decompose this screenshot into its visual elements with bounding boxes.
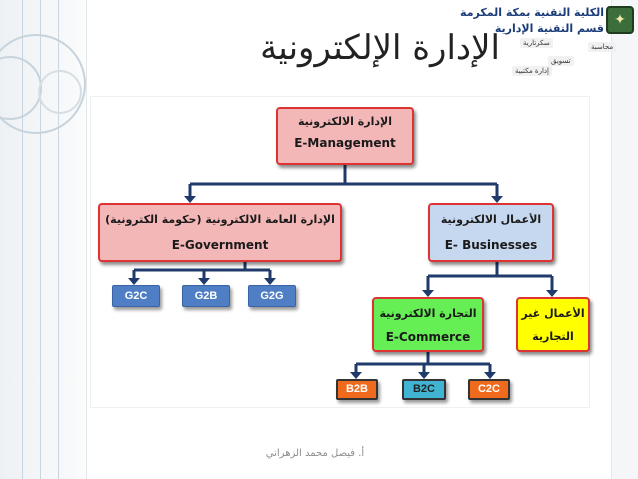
- e-management-english: E-Management: [294, 136, 396, 150]
- e-businesses-english: E- Businesses: [444, 238, 538, 252]
- e-businesses-arabic: الأعمال الالكترونية: [440, 213, 542, 226]
- box-e-businesses: الأعمال الالكترونية E- Businesses: [428, 203, 554, 262]
- emblem-icon: ✦: [606, 6, 634, 34]
- tag-g2b: G2B: [182, 285, 230, 307]
- decor-line: [22, 0, 23, 479]
- decor-circle: [38, 70, 82, 114]
- e-management-arabic: الإدارة الالكترونية: [298, 115, 392, 128]
- presenter-name: أ. فيصل محمد الزهراني: [265, 448, 365, 459]
- logo-college-name: الكلية التقنية بمكة المكرمة: [460, 6, 604, 19]
- logo-menu-item: سكرتارية: [520, 38, 553, 48]
- decor-line: [40, 0, 41, 479]
- decor-line: [58, 0, 59, 479]
- e-commerce-arabic: التجارة الالكترونية: [379, 307, 477, 320]
- decor-circle: [0, 34, 86, 134]
- tag-g2c: G2C: [112, 285, 160, 307]
- right-decor-band: [611, 0, 638, 479]
- box-e-government: الإدارة العامة الالكترونية (حكومة الكترو…: [98, 203, 342, 262]
- logo-menu-item: إدارة مكتبية: [512, 66, 552, 76]
- slide-title: الإدارة الإلكترونية: [260, 28, 500, 68]
- logo-menu-item: محاسبة: [588, 42, 617, 52]
- e-commerce-english: E-Commerce: [385, 330, 471, 344]
- tag-g2g: G2G: [248, 285, 296, 307]
- logo-department: قسم التقنية الإدارية: [494, 22, 604, 35]
- box-e-management: الإدارة الالكترونية E-Management: [276, 107, 414, 165]
- tag-b2c: B2C: [402, 379, 446, 400]
- tag-c2c: C2C: [468, 379, 510, 400]
- logo-menu-item: تسويق: [548, 56, 574, 66]
- e-government-english: E-Government: [171, 238, 269, 252]
- tag-b2b: B2B: [336, 379, 378, 400]
- non-commercial-line1: الأعمال غير: [521, 307, 585, 320]
- non-commercial-line2: التجارية: [532, 330, 574, 343]
- college-logo: ✦ الكلية التقنية بمكة المكرمة قسم التقني…: [460, 2, 638, 84]
- box-non-commercial: الأعمال غير التجارية: [516, 297, 590, 352]
- box-e-commerce: التجارة الالكترونية E-Commerce: [372, 297, 484, 352]
- e-government-arabic: الإدارة العامة الالكترونية (حكومة الكترو…: [105, 213, 335, 226]
